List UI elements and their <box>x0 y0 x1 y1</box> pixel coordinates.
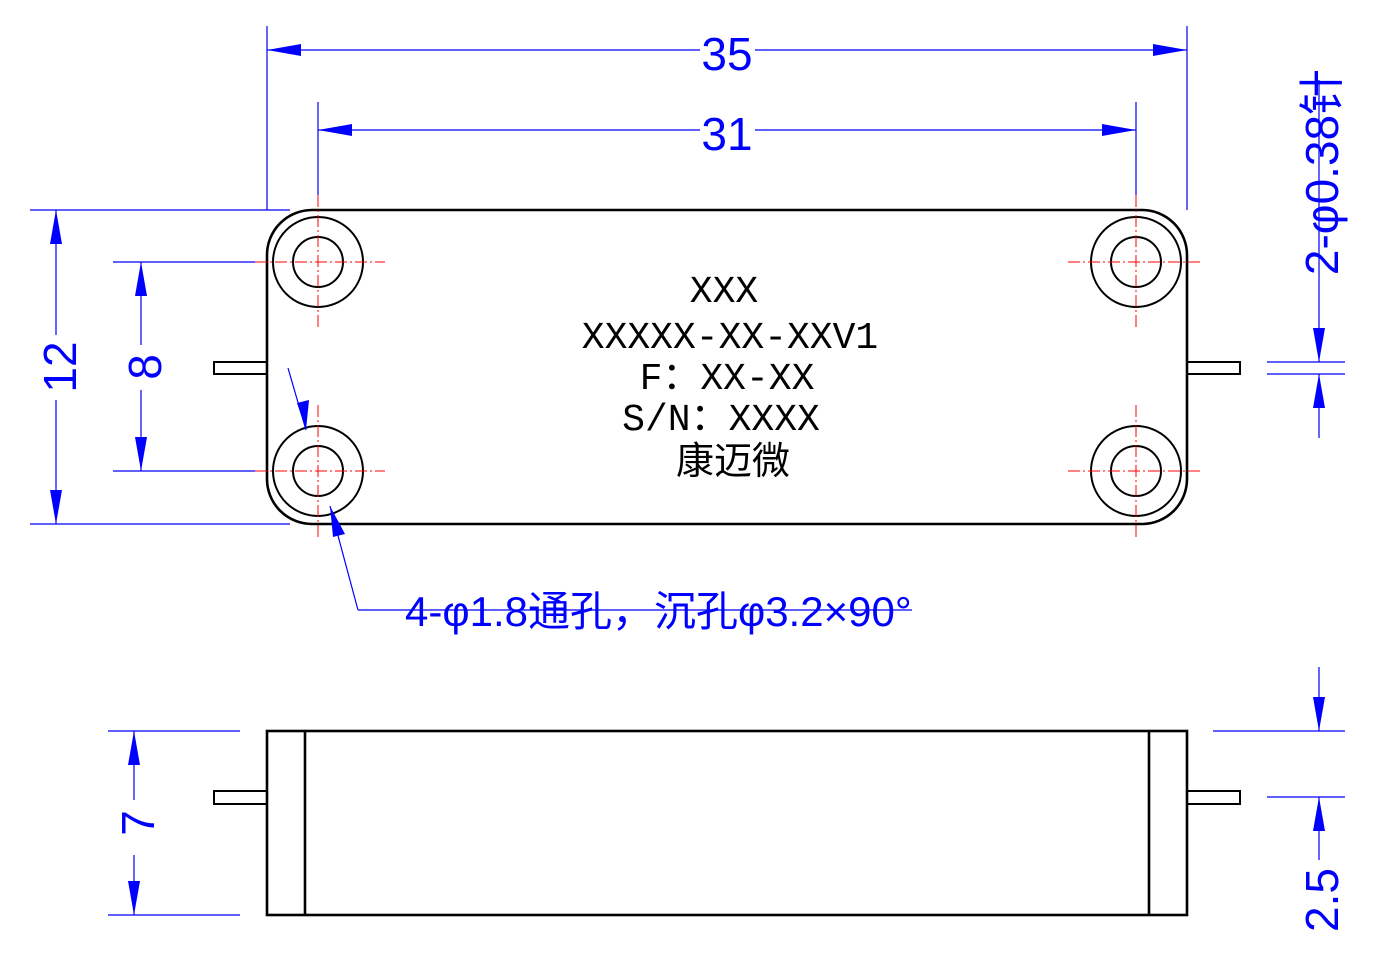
pin-left <box>213 361 268 375</box>
hole-callout-label: 4-φ1.8通孔，沉孔φ3.2×90° <box>405 588 912 635</box>
top-view: XXX XXXXX-XX-XXV1 F：XX-XX S/N：XXXX 康迈微 <box>213 195 1241 540</box>
dimension-hole-spacing-y: 8 <box>113 261 255 472</box>
dimension-label-pin-spec: 2-φ0.38针 <box>1296 69 1348 275</box>
dimension-overall-width: 12 <box>30 209 290 525</box>
nameplate-line-5: 康迈微 <box>676 441 790 486</box>
nameplate-line-1: XXX <box>690 271 759 314</box>
nameplate-line-2: XXXXX-XX-XXV1 <box>582 317 878 360</box>
mounting-hole-bottom-left <box>255 405 385 540</box>
dimension-label-31: 31 <box>701 108 752 160</box>
nameplate-line-3: F：XX-XX <box>640 358 815 401</box>
mounting-hole-bottom-right <box>1068 405 1200 540</box>
side-view <box>213 729 1241 917</box>
dimension-label-8: 8 <box>119 354 171 380</box>
dimension-label-2-5: 2.5 <box>1296 868 1348 932</box>
side-pin-left <box>213 790 268 805</box>
dimension-hole-spacing-x: 31 <box>317 102 1137 195</box>
mounting-hole-top-left <box>255 195 385 330</box>
mounting-hole-top-right <box>1068 195 1200 330</box>
dimension-label-7: 7 <box>112 810 164 836</box>
nameplate-line-4: S/N：XXXX <box>622 399 820 442</box>
dimension-pin-spec: 2-φ0.38针 <box>1267 69 1348 438</box>
dimension-label-35: 35 <box>701 28 752 80</box>
housing-side-outline <box>265 729 1189 917</box>
dimension-pin-height: 2.5 <box>1213 667 1348 932</box>
hole-callout: 4-φ1.8通孔，沉孔φ3.2×90° <box>287 367 912 635</box>
dimension-height: 7 <box>108 730 240 916</box>
side-pin-right <box>1186 790 1241 805</box>
dimension-label-12: 12 <box>34 341 86 392</box>
pin-right <box>1186 361 1241 375</box>
dimension-overall-length: 35 <box>266 26 1188 210</box>
